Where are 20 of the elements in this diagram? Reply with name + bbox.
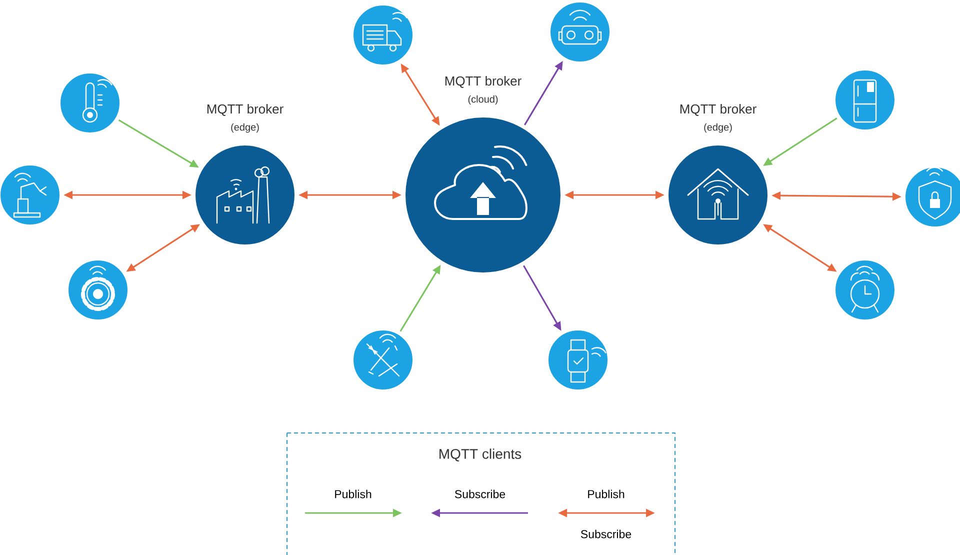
- legend-text: Subscribe: [580, 530, 632, 538]
- broker-label: MQTT broker: [680, 104, 756, 116]
- broker-label: (cloud): [468, 95, 498, 105]
- broker-label: MQTT broker: [207, 104, 284, 116]
- broker-label: MQTT broker: [445, 76, 522, 88]
- device-circle: [550, 2, 610, 62]
- legend-text: Subscribe: [454, 490, 506, 498]
- device-circle: [60, 72, 120, 134]
- legend-title: MQTT clients: [440, 448, 522, 462]
- device-circle: [834, 260, 896, 320]
- broker-label: (edge): [231, 123, 259, 133]
- device-circle: [548, 330, 608, 390]
- device-circle: [352, 330, 414, 390]
- broker-label: (edge): [704, 123, 732, 133]
- device-circle: [834, 70, 896, 130]
- legend-text: Publish: [588, 490, 624, 498]
- device-circle: [352, 4, 414, 66]
- device-circle: [904, 166, 960, 228]
- device-circle: [68, 260, 128, 320]
- legend-text: Publish: [335, 490, 372, 498]
